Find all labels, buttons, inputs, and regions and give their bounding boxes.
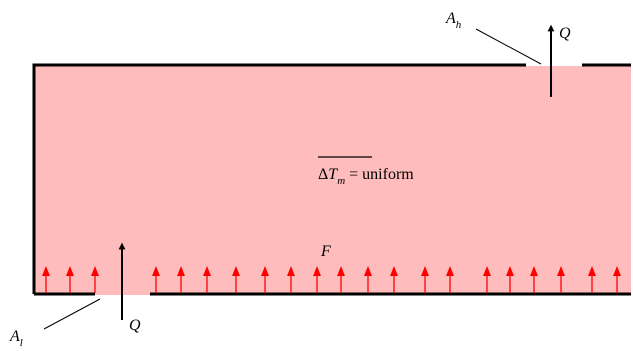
flux-arrow bbox=[390, 266, 398, 293]
flux-arrows bbox=[42, 266, 621, 293]
flux-arrow bbox=[421, 266, 429, 293]
area-low-label: Al bbox=[9, 328, 23, 349]
left-top-wall bbox=[32, 63, 526, 294]
flux-arrow bbox=[313, 266, 321, 293]
flux-arrow bbox=[364, 266, 372, 293]
flux-arrow bbox=[483, 266, 491, 293]
flux-arrow bbox=[588, 266, 596, 293]
flux-arrow bbox=[203, 266, 211, 293]
flux-arrow bbox=[287, 266, 295, 293]
area-high-label: Ah bbox=[445, 10, 462, 31]
flux-arrow bbox=[337, 266, 345, 293]
flux-arrow bbox=[91, 266, 99, 293]
flux-arrow bbox=[177, 266, 185, 293]
flux-arrow bbox=[152, 266, 160, 293]
flux-arrow bbox=[557, 266, 565, 293]
al-leader-line bbox=[43, 298, 101, 330]
flux-arrow bbox=[613, 266, 621, 293]
flux-arrow bbox=[232, 266, 240, 293]
flux-arrow bbox=[66, 266, 74, 293]
flux-arrow bbox=[530, 266, 538, 293]
ah-leader-line bbox=[475, 28, 542, 65]
flux-arrow bbox=[506, 266, 514, 293]
zone-walls bbox=[32, 63, 631, 296]
flux-arrow bbox=[446, 266, 454, 293]
flux-label: F bbox=[320, 243, 331, 260]
flux-arrow bbox=[42, 266, 50, 293]
temp-label: ΔTm = uniform bbox=[318, 166, 414, 187]
bottom-flow-label: Q bbox=[129, 317, 141, 334]
zone-fill bbox=[34, 66, 631, 295]
top-flow-label: Q bbox=[559, 25, 571, 42]
flux-arrow bbox=[261, 266, 269, 293]
